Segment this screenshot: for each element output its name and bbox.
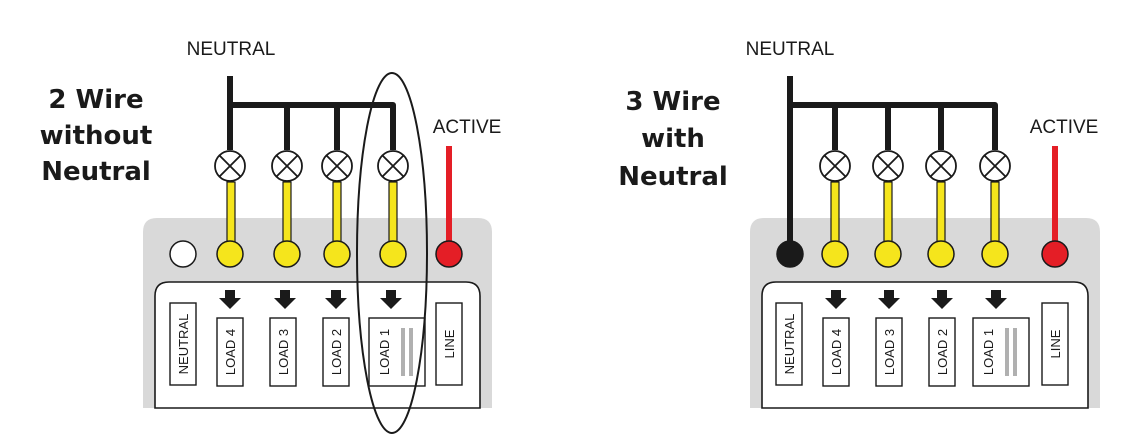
- right-terminal-boxes: [775, 302, 1069, 387]
- left-lamp-row: [214, 150, 409, 182]
- left-neutral-bus: [227, 76, 396, 150]
- left-title: 2 Wire without Neutral: [40, 85, 153, 187]
- terminal-label-load-2: LOAD 2: [935, 329, 950, 375]
- lamp-icon: [925, 150, 957, 182]
- terminal-label-neutral: NEUTRAL: [176, 314, 191, 375]
- right-arrow-row: [825, 290, 1007, 309]
- right-title-line-3: Neutral: [618, 162, 728, 192]
- terminal-box: [1041, 302, 1069, 386]
- lamp-icon: [979, 150, 1011, 182]
- left-title-line-3: Neutral: [41, 157, 151, 187]
- right-terminal-panel: [761, 281, 1089, 409]
- lamp-icon: [321, 150, 353, 182]
- left-title-line-2: without: [40, 121, 153, 151]
- lamp-icon: [214, 150, 246, 182]
- down-arrow-icon: [325, 290, 347, 309]
- terminal-label-line: LINE: [1048, 329, 1063, 358]
- down-arrow-icon: [931, 290, 953, 309]
- left-active-label: ACTIVE: [433, 117, 502, 138]
- down-arrow-icon: [219, 290, 241, 309]
- lamp-icon: [872, 150, 904, 182]
- right-neutral-label: NEUTRAL: [746, 39, 835, 60]
- left-screw-row: [169, 240, 463, 268]
- lamp-icon: [819, 150, 851, 182]
- load-screw: [927, 240, 955, 268]
- terminal-label-line: LINE: [442, 329, 457, 358]
- left-active-wire: [446, 146, 452, 246]
- right-diagram: NEUTRAL LOAD 4 LOAD 3 LOAD 2 LOAD 1 LINE…: [618, 39, 1100, 409]
- lamp-icon: [271, 150, 303, 182]
- left-arrow-row: [219, 290, 402, 309]
- load-screw: [216, 240, 244, 268]
- terminal-label-neutral: NEUTRAL: [782, 314, 797, 375]
- terminal-box: [822, 317, 850, 387]
- terminal-label-load-3: LOAD 3: [882, 329, 897, 375]
- neutral-screw: [776, 240, 804, 268]
- down-arrow-icon: [380, 290, 402, 309]
- right-title-line-2: with: [641, 124, 705, 154]
- terminal-box: [216, 317, 244, 387]
- down-arrow-icon: [274, 290, 296, 309]
- right-screw-row: [776, 240, 1069, 268]
- left-load1-bars: [401, 328, 413, 376]
- load-screw: [821, 240, 849, 268]
- load-screw: [273, 240, 301, 268]
- terminal-box: [169, 302, 197, 386]
- terminal-label-load-1: LOAD 1: [377, 329, 392, 375]
- terminal-box: [972, 317, 1030, 387]
- left-diagram: NEUTRAL LOAD 4 LOAD 3 LOAD 2 LOAD 1 LINE…: [40, 39, 502, 434]
- load-screw: [379, 240, 407, 268]
- left-load-wires: [226, 181, 398, 245]
- line-screw: [435, 240, 463, 268]
- right-lamp-row: [819, 150, 1011, 182]
- terminal-box: [875, 317, 903, 387]
- load-screw: [874, 240, 902, 268]
- terminal-label-load-3: LOAD 3: [276, 329, 291, 375]
- terminal-label-load-4: LOAD 4: [223, 329, 238, 375]
- left-terminal-panel: [154, 281, 481, 409]
- terminal-label-load-4: LOAD 4: [829, 329, 844, 375]
- right-active-wire: [1052, 146, 1058, 246]
- left-neutral-label: NEUTRAL: [187, 39, 276, 60]
- right-title-line-1: 3 Wire: [625, 87, 720, 117]
- down-arrow-icon: [825, 290, 847, 309]
- right-title: 3 Wire with Neutral: [618, 87, 728, 192]
- right-load-wires: [830, 181, 1000, 245]
- terminal-label-load-1: LOAD 1: [981, 329, 996, 375]
- terminal-box: [322, 317, 350, 387]
- down-arrow-icon: [878, 290, 900, 309]
- lamp-icon: [377, 150, 409, 182]
- left-title-line-1: 2 Wire: [48, 85, 143, 115]
- terminal-box: [435, 302, 463, 386]
- terminal-box: [368, 317, 426, 387]
- down-arrow-icon: [985, 290, 1007, 309]
- left-terminal-boxes: [169, 302, 463, 387]
- right-load1-bars: [1005, 328, 1017, 376]
- right-active-label: ACTIVE: [1030, 117, 1099, 138]
- right-neutral-bus: [787, 76, 998, 248]
- line-screw: [1041, 240, 1069, 268]
- terminal-box: [928, 317, 956, 387]
- terminal-box: [775, 302, 803, 386]
- load-screw: [323, 240, 351, 268]
- load-screw: [981, 240, 1009, 268]
- terminal-box: [269, 317, 297, 387]
- neutral-screw: [169, 240, 197, 268]
- terminal-label-load-2: LOAD 2: [329, 329, 344, 375]
- load-1-highlight-ellipse: [356, 72, 428, 434]
